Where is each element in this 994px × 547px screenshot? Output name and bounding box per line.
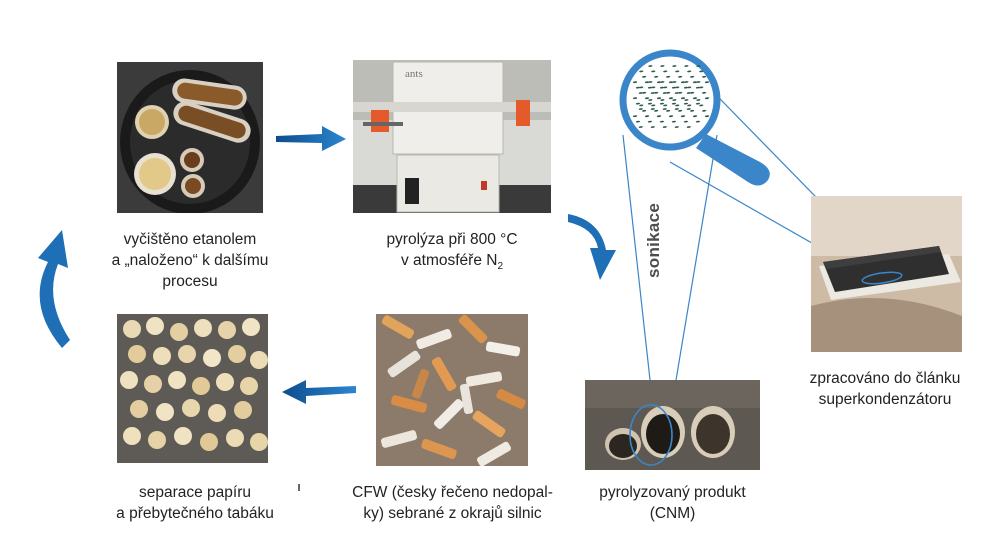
caption-pyrolysis-line2: v atmosféře N2 — [400, 252, 504, 273]
photo-pyrolyzed-product — [585, 380, 760, 470]
arrow-right-top — [276, 126, 346, 151]
furnace-brand-label: ants — [405, 68, 423, 80]
caption-cleaned: vyčištěno etanolem a „naloženo“ k dalším… — [111, 231, 269, 290]
caption-supercapacitor: zpracováno do článku superkondenzátoru — [809, 370, 961, 408]
process-label-sonication: sonikace — [644, 202, 663, 278]
photo-supercapacitor — [811, 196, 962, 352]
photo-cigarette-butts — [376, 314, 528, 466]
photo-separated-filters — [117, 314, 268, 463]
arrow-curve-up — [38, 230, 70, 348]
caption-product: pyrolyzovaný produkt (CNM) — [599, 484, 746, 522]
photo-cleaned-bowl — [117, 62, 263, 213]
arrow-left-bottom — [282, 380, 356, 404]
caption-pyrolysis: pyrolýza při 800 °C v atmosféře N2 — [352, 229, 552, 277]
arrow-curve-down — [568, 214, 616, 280]
caption-cfw: CFW (česky řečeno nedopal- ky) sebrané z… — [352, 484, 553, 522]
caption-separation: separace papíru a přebytečného tabáku — [116, 484, 274, 522]
photo-furnace: ants — [353, 60, 551, 213]
